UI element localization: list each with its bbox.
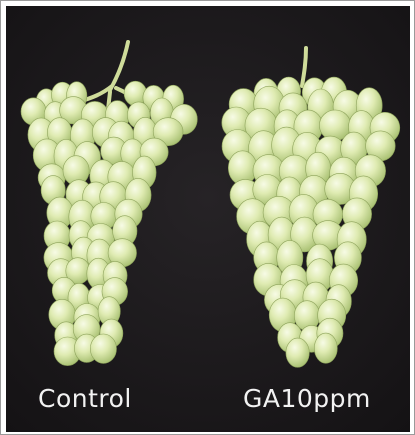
- ga10ppm-grape-cluster: [221, 76, 401, 368]
- grape-berry: [152, 117, 184, 146]
- grape-berry: [313, 332, 338, 364]
- ga-stem: [300, 46, 308, 88]
- control-stem: [76, 40, 150, 148]
- grape-berry: [285, 337, 310, 368]
- control-label: Control: [38, 384, 132, 413]
- photo-canvas: [6, 6, 410, 432]
- grape-photo: [6, 6, 410, 432]
- ga10ppm-label: GA10ppm: [243, 384, 371, 413]
- control-grape-cluster: [20, 80, 198, 366]
- grape-berry: [90, 333, 117, 364]
